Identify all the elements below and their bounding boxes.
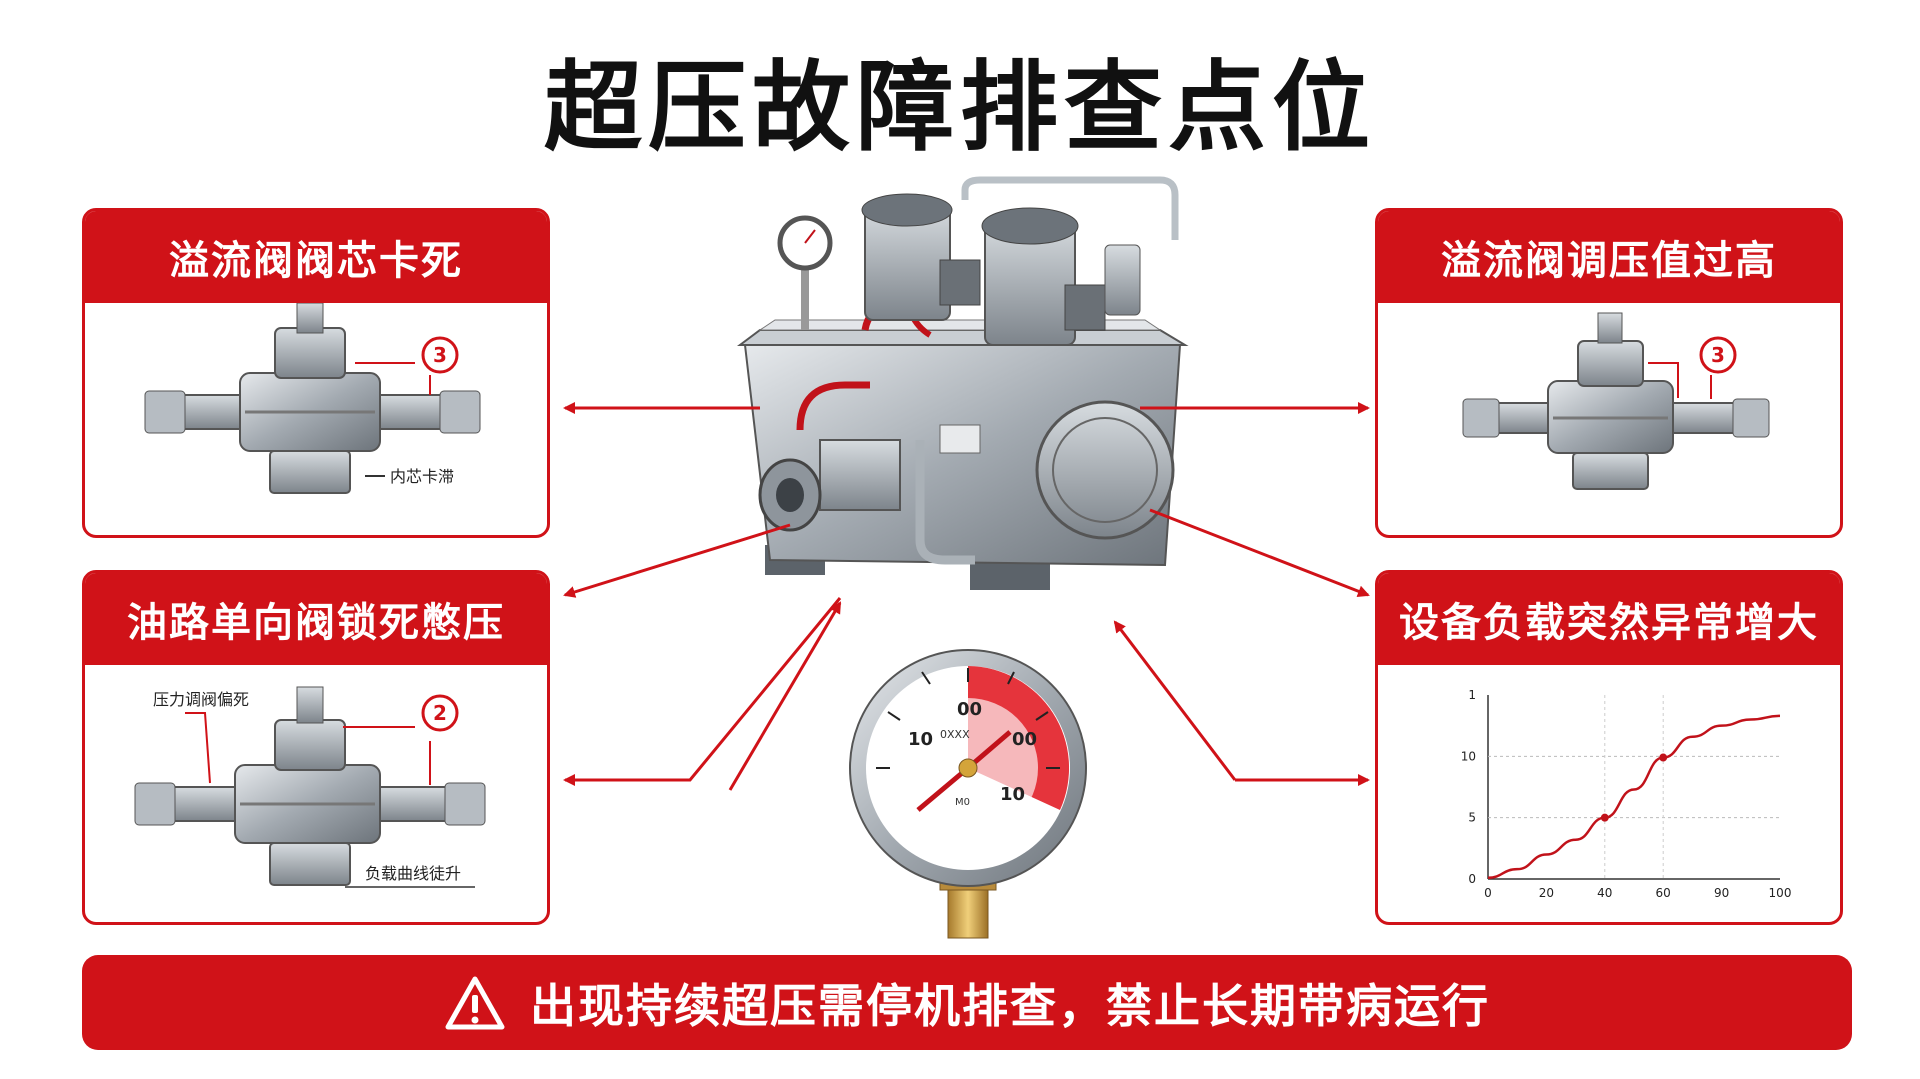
hydraulic-pump-unit (737, 176, 1189, 590)
gauge-label-left: 10 (908, 729, 933, 750)
valve-body (144, 303, 481, 494)
chart-grid (1488, 695, 1780, 879)
valve-illustration: 压力调阀偏死 2 负载曲线徒升 (134, 686, 486, 888)
valve-illustration: 3 内芯卡滞 (144, 303, 481, 494)
valve-illustration: 3 (1462, 312, 1770, 490)
hydraulic-line-red (796, 381, 870, 431)
gauge-label-right: 00 (1012, 729, 1037, 750)
gauge-small-label: M0 (955, 797, 970, 808)
gauge-pivot (958, 758, 978, 778)
nameplate (939, 424, 981, 454)
unit-foot-right (970, 560, 1050, 590)
warning-text: 出现持续超压需停机排查，禁止长期带病运行 (530, 978, 1490, 1033)
valve-body (134, 686, 486, 886)
valve-body (1462, 312, 1770, 490)
arrow-gauge-to-unit (728, 601, 842, 791)
junction-box-left (939, 259, 981, 306)
callout-caption-top: 压力调阀偏死 (153, 690, 249, 709)
x-tick-label: 40 (1597, 886, 1612, 900)
junction-box-right (1064, 284, 1106, 331)
card-load-surge: 设备负载突然异常增大 0 20 40 60 90 100 0 5 10 1 (1375, 570, 1843, 925)
warning-banner: 出现持续超压需停机排查，禁止长期带病运行 (82, 955, 1852, 1050)
card-title: 设备负载突然异常增大 (1378, 573, 1840, 665)
callout-badge-number: 3 (433, 343, 447, 367)
x-tick-label: 60 (1656, 886, 1671, 900)
load-curve-chart: 0 20 40 60 90 100 0 5 10 1 (1461, 688, 1792, 900)
card-relief-valve-stuck: 溢流阀阀芯卡死 3 内芯卡滞 (82, 208, 550, 538)
callout-badge-number: 3 (1711, 343, 1725, 367)
card-title: 溢流阀调压值过高 (1378, 211, 1840, 303)
card-title: 溢流阀阀芯卡死 (85, 211, 547, 303)
card-check-valve-locked: 油路单向阀锁死憋压 压力调阀偏死 2 负载曲线徒升 (82, 570, 550, 925)
arrow-to-lower-left (563, 597, 842, 786)
x-tick-label: 20 (1539, 886, 1554, 900)
callout-line (1648, 362, 1679, 398)
page-title: 超压故障排查点位 (543, 51, 1376, 165)
callout-caption-bottom: 负载曲线徒升 (365, 864, 461, 883)
gauge-brand-text: 0XXX (940, 728, 970, 741)
return-pipe (915, 440, 975, 565)
callout-caption: 内芯卡滞 (390, 467, 454, 486)
warning-triangle-icon (445, 976, 505, 1029)
outlet-pipe (819, 439, 901, 511)
gauge-needle (916, 766, 970, 812)
x-tick-label: 0 (1484, 886, 1492, 900)
x-tick-label: 90 (1714, 886, 1729, 900)
x-tick-labels: 0 20 40 60 90 100 (1484, 886, 1791, 900)
load-curve-line (1487, 714, 1781, 880)
callout-badge-number: 2 (433, 701, 447, 725)
gauge-label-bottom-right: 10 (1000, 784, 1025, 805)
callout-badge (421, 336, 459, 374)
card-relief-setting-too-high: 溢流阀调压值过高 3 (1375, 208, 1843, 538)
curve-marker (1659, 753, 1668, 762)
card-title: 油路单向阀锁死憋压 (85, 573, 547, 665)
curve-marker (1600, 813, 1609, 822)
tank-top-plate (737, 329, 1189, 346)
y-tick-labels: 0 5 10 1 (1461, 688, 1476, 886)
callout-badge (421, 694, 459, 732)
valve-top-right (1104, 244, 1141, 316)
top-pipe (961, 176, 1179, 240)
side-cover-plate (1035, 400, 1175, 540)
y-tick-label: 0 (1468, 872, 1476, 886)
y-tick-label: 5 (1468, 811, 1476, 825)
large-pressure-gauge: 00 10 00 10 0XXX M0 (849, 649, 1087, 939)
callout-badge (1699, 336, 1737, 374)
arrow-chart-to-unit (1113, 620, 1237, 781)
y-tick-label: 10 (1461, 749, 1476, 763)
y-tick-label: 1 (1468, 688, 1476, 702)
arrow-to-mid-left (563, 523, 791, 598)
pointer-arrows (563, 402, 1370, 791)
x-tick-label: 100 (1769, 886, 1792, 900)
arrow-to-mid-right (1149, 508, 1370, 597)
gauge-label-top: 00 (957, 699, 982, 720)
curve-markers (1600, 753, 1668, 822)
callout-line-top (185, 712, 211, 784)
